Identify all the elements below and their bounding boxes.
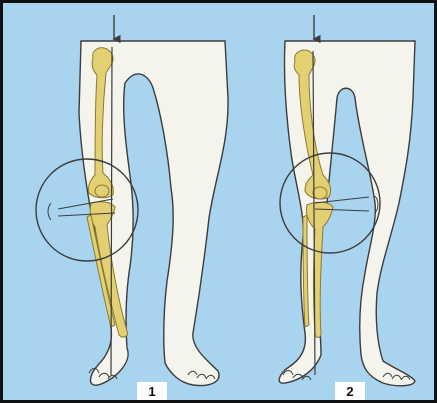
panel-2 bbox=[279, 15, 415, 386]
panel-2-patella bbox=[313, 187, 327, 199]
panel-1-patella bbox=[95, 185, 109, 197]
panel-1-angle-arc bbox=[48, 203, 51, 220]
leg-alignment-diagram bbox=[3, 3, 437, 403]
panel-2-label: 2 bbox=[335, 382, 365, 402]
panel-1 bbox=[36, 15, 228, 385]
panel-1-label: 1 bbox=[137, 382, 167, 402]
